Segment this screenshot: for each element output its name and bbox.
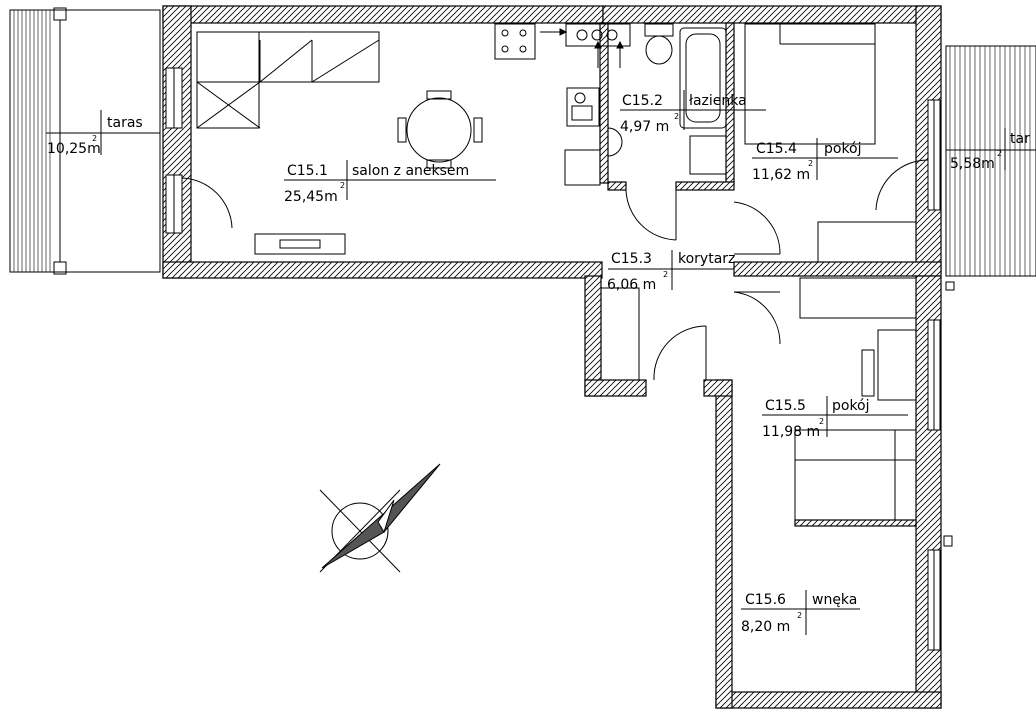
room-area: 25,45m bbox=[284, 189, 338, 205]
room-area: 11,62 m bbox=[752, 167, 810, 183]
room-label-c15-2: C15.2 łazienka 4,97 m 2 bbox=[620, 90, 766, 135]
area-unit-sup: 2 bbox=[340, 181, 345, 190]
terrace-name: tar bbox=[1010, 131, 1030, 147]
room-code: C15.2 bbox=[622, 93, 663, 109]
compass-icon bbox=[319, 463, 441, 573]
area-unit-sup: 2 bbox=[663, 270, 668, 279]
terrace-name: taras bbox=[107, 115, 143, 131]
terrace-left bbox=[9, 7, 233, 275]
terrace-label-right: tar 5,58m 2 bbox=[946, 128, 1036, 172]
room-label-c15-4: C15.4 pokój 11,62 m 2 bbox=[752, 138, 898, 183]
area-unit-sup: 2 bbox=[808, 159, 813, 168]
area-unit-sup: 2 bbox=[997, 149, 1002, 158]
room-label-c15-6: C15.6 wnęka 8,20 m 2 bbox=[741, 590, 860, 635]
room-label-c15-5: C15.5 pokój 11,98 m 2 bbox=[762, 396, 908, 440]
room-code: C15.4 bbox=[756, 141, 797, 157]
terrace-area: 10,25m bbox=[47, 141, 101, 157]
room-code: C15.1 bbox=[287, 163, 328, 179]
room-area: 8,20 m bbox=[741, 619, 790, 635]
terrace-label-left: taras 10,25m 2 bbox=[46, 110, 160, 157]
room-name: łazienka bbox=[689, 93, 747, 109]
room-name: salon z aneksem bbox=[352, 163, 469, 179]
room-name: pokój bbox=[832, 398, 870, 414]
room-label-c15-1: C15.1 salon z aneksem 25,45m 2 bbox=[284, 160, 496, 205]
room-label-c15-3: C15.3 korytarz 6,06 m 2 bbox=[607, 250, 735, 293]
room-name: wnęka bbox=[812, 592, 857, 608]
room-area: 4,97 m bbox=[620, 119, 669, 135]
terrace-area: 5,58m bbox=[950, 156, 995, 172]
furniture bbox=[196, 23, 917, 521]
room-code: C15.5 bbox=[765, 398, 806, 414]
room-code: C15.6 bbox=[745, 592, 786, 608]
room-name: korytarz bbox=[678, 251, 735, 267]
area-unit-sup: 2 bbox=[797, 611, 802, 620]
area-unit-sup: 2 bbox=[819, 417, 824, 426]
room-name: pokój bbox=[824, 141, 862, 157]
room-area: 11,98 m bbox=[762, 424, 820, 440]
room-area: 6,06 m bbox=[607, 277, 656, 293]
area-unit-sup: 2 bbox=[674, 112, 679, 121]
area-unit-sup: 2 bbox=[92, 134, 97, 143]
terrace-right bbox=[875, 45, 1036, 651]
room-code: C15.3 bbox=[611, 251, 652, 267]
